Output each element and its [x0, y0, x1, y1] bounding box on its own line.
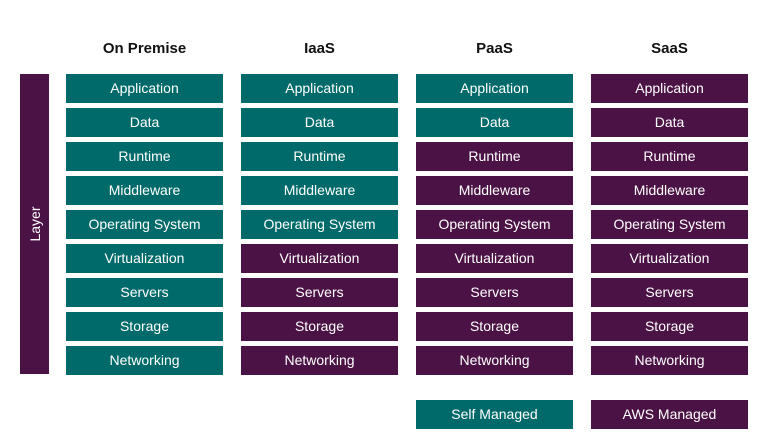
layer-axis-bar: Layer — [20, 74, 49, 374]
layer-cell-data: Data — [241, 108, 398, 137]
column-header: IaaS — [304, 40, 335, 57]
layer-cell-servers: Servers — [66, 278, 223, 307]
layer-cell-networking: Networking — [591, 346, 748, 375]
layer-cell-operating-system: Operating System — [416, 210, 573, 239]
layer-cell-networking: Networking — [241, 346, 398, 375]
layer-label: Layer — [26, 206, 43, 242]
legend-aws-managed: AWS Managed — [591, 400, 748, 429]
layer-cell-data: Data — [66, 108, 223, 137]
layer-cell-storage: Storage — [66, 312, 223, 341]
layer-cell-virtualization: Virtualization — [591, 244, 748, 273]
layer-cell-servers: Servers — [591, 278, 748, 307]
layer-cell-virtualization: Virtualization — [66, 244, 223, 273]
column-header: PaaS — [476, 40, 513, 57]
layer-cell-servers: Servers — [416, 278, 573, 307]
layer-cell-application: Application — [241, 74, 398, 103]
layer-cell-operating-system: Operating System — [591, 210, 748, 239]
column-header: SaaS — [651, 40, 688, 57]
layer-cell-middleware: Middleware — [591, 176, 748, 205]
layer-cell-data: Data — [591, 108, 748, 137]
layer-cell-application: Application — [416, 74, 573, 103]
layer-cell-runtime: Runtime — [416, 142, 573, 171]
layer-cell-virtualization: Virtualization — [241, 244, 398, 273]
layer-cell-middleware: Middleware — [66, 176, 223, 205]
layer-cell-networking: Networking — [66, 346, 223, 375]
layer-cell-networking: Networking — [416, 346, 573, 375]
layer-cell-storage: Storage — [591, 312, 748, 341]
layer-cell-operating-system: Operating System — [66, 210, 223, 239]
layer-cell-storage: Storage — [416, 312, 573, 341]
layer-cell-virtualization: Virtualization — [416, 244, 573, 273]
layer-cell-data: Data — [416, 108, 573, 137]
layer-cell-storage: Storage — [241, 312, 398, 341]
layer-cell-runtime: Runtime — [241, 142, 398, 171]
layer-cell-servers: Servers — [241, 278, 398, 307]
layer-cell-application: Application — [66, 74, 223, 103]
layer-cell-runtime: Runtime — [66, 142, 223, 171]
layer-cell-application: Application — [591, 74, 748, 103]
column-header: On Premise — [102, 40, 187, 57]
legend-self-managed: Self Managed — [416, 400, 573, 429]
layer-cell-middleware: Middleware — [241, 176, 398, 205]
layer-cell-runtime: Runtime — [591, 142, 748, 171]
layer-cell-middleware: Middleware — [416, 176, 573, 205]
layer-cell-operating-system: Operating System — [241, 210, 398, 239]
